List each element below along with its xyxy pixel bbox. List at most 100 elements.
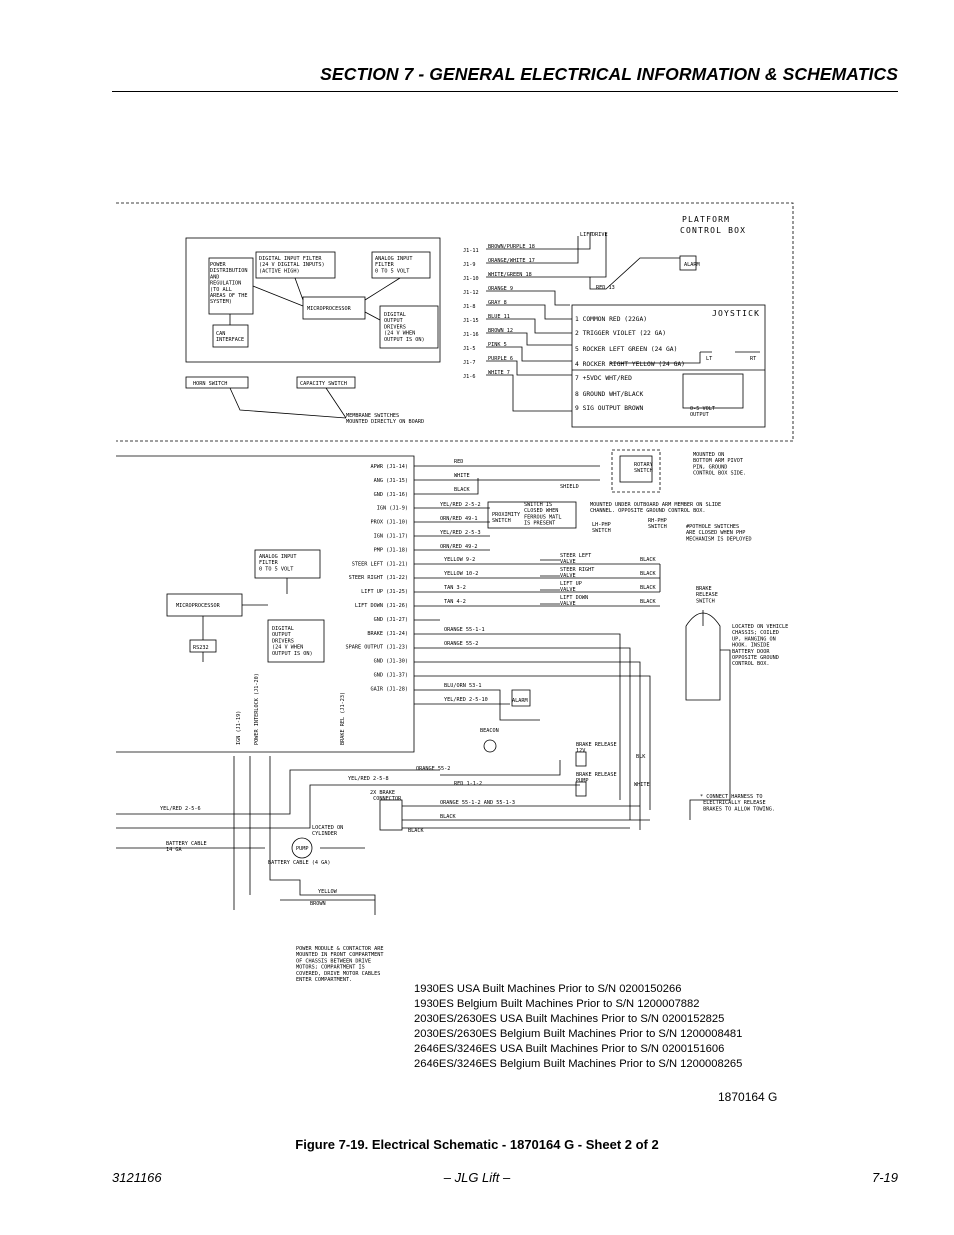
wire-white: WHITE	[454, 473, 470, 479]
ground-alarm	[511, 689, 531, 707]
gm-pin-label: PMP (J1-18)	[374, 547, 408, 553]
pin-label: J1-15	[463, 318, 479, 324]
footer-doc-number: 3121166	[112, 1170, 162, 1185]
figure-caption: Figure 7-19. Electrical Schematic - 1870…	[295, 1137, 659, 1152]
section-title: SECTION 7 - GENERAL ELECTRICAL INFORMATI…	[320, 64, 898, 84]
joystick-box	[571, 304, 766, 428]
prox-wire-label: ORN/RED 49-1	[440, 516, 477, 522]
gm-pin-label: APWR (J1-14)	[371, 464, 408, 470]
wire-orange-55-2-b: ORANGE 55-2	[416, 766, 450, 772]
pin-label: J1-8	[463, 304, 476, 310]
gm-rs232: RS232	[193, 645, 209, 651]
gm-pin-label: GND (J1-30)	[374, 659, 408, 665]
pin-label: J1-16	[463, 332, 479, 338]
ground-alarm-label: ALARM	[512, 698, 528, 704]
gm-vertical-label: IGN (J1-19)	[236, 711, 242, 745]
gm-pin-label: GND (J1-27)	[374, 617, 408, 623]
wire-label: PURPLE 6	[488, 356, 513, 362]
pin-label: J1-6	[463, 374, 476, 380]
gm-pin-label: BRAKE (J1-24)	[367, 631, 408, 637]
applicability-line: 2646ES/3246ES Belgium Built Machines Pri…	[414, 1058, 743, 1070]
wire-red: RED	[454, 459, 463, 465]
lift-label: LIFT	[580, 232, 593, 238]
horn-switch-label: HORN SWITCH	[193, 381, 227, 387]
joystick-row: 2 TRIGGER VIOLET (22 GA)	[575, 330, 666, 337]
wire-white-lower: WHITE	[634, 782, 650, 788]
wire-black: BLACK	[454, 487, 470, 493]
platform-enclosure	[116, 202, 794, 442]
platform-box-title-line1: PLATFORM	[682, 215, 730, 224]
pin-label: J1-10	[463, 276, 479, 282]
connect-note: * CONNECT HARNESS TO ELECTRICALLY RELEAS…	[700, 794, 775, 812]
wire-black-lower-2: BLACK	[408, 828, 424, 834]
wire-label: GRAY 8	[488, 300, 507, 306]
wire-label: ORANGE/WHITE 17	[488, 258, 535, 264]
brake-release-12v	[575, 751, 587, 767]
applicability-line: 2030ES/2630ES USA Built Machines Prior t…	[414, 1013, 725, 1025]
gm-pin-label: STEER RIGHT (J1-22)	[349, 575, 408, 581]
wire-label: WHITE/GREEN 18	[488, 272, 532, 278]
drawing-number: 1870164 G	[718, 1090, 778, 1104]
joystick-row: 5 ROCKER LEFT GREEN (24 GA)	[575, 346, 677, 353]
ground-digital-drivers-block	[267, 619, 325, 663]
wire-shield: SHIELD	[560, 484, 579, 490]
wire-yel-red-2-5-6: YEL/RED 2-5-6	[160, 806, 201, 812]
wire-yel-red-2-5-10: YEL/RED 2-5-10	[444, 697, 488, 703]
brake-connector	[379, 799, 403, 831]
valve-wire-label: YELLOW 9-2	[444, 557, 475, 563]
gm-pin-label: GND (J1-16)	[374, 492, 408, 498]
prox-wire-label: YEL/RED 2-5-2	[440, 502, 481, 508]
valve-black-label: BLACK	[640, 599, 656, 605]
joystick-lt: LT	[706, 356, 712, 362]
joystick-row: 9 SIG OUTPUT BROWN	[575, 405, 643, 412]
alarm-label: ALARM	[684, 262, 700, 268]
wire-label: ORANGE 9	[488, 286, 513, 292]
applicability-line: 2030ES/2630ES Belgium Built Machines Pri…	[414, 1028, 743, 1040]
horn-switch-block	[185, 376, 249, 389]
gm-pin-label: SPARE OUTPUT (J1-23)	[346, 645, 408, 651]
joystick-rows: 1 COMMON RED (22GA)2 TRIGGER VIOLET (22 …	[575, 316, 685, 412]
gm-pin-label: GND (J1-37)	[374, 673, 408, 679]
platform-pin-labels: J1-11J1-9J1-10J1-12J1-8J1-15J1-16J1-5J1-…	[463, 248, 479, 380]
wire-label: PINK 5	[488, 342, 507, 348]
brake-connector-label: 2X BRAKE CONNECTOR	[370, 790, 402, 802]
gm-microprocessor: MICROPROCESSOR	[176, 603, 221, 609]
applicability-line: 1930ES USA Built Machines Prior to S/N 0…	[414, 983, 682, 995]
prox-wire-label: ORN/RED 49-2	[440, 544, 477, 550]
gm-pin-label: LIFT DOWN (J1-26)	[355, 603, 408, 609]
drive-label: DRIVE	[592, 232, 608, 238]
brake-release-pump	[575, 781, 587, 797]
gm-pin-label: ANG (J1-15)	[374, 478, 408, 484]
beacon-label: BEACON	[480, 728, 499, 734]
valve-black-label: BLACK	[640, 557, 656, 563]
footer-center: – JLG Lift –	[443, 1170, 511, 1185]
wire-red-1-1-2: RED 1-1-2	[454, 781, 482, 787]
gm-pin-label: PROX (J1-10)	[371, 520, 408, 526]
applicability-line: 2646ES/3246ES USA Built Machines Prior t…	[414, 1043, 725, 1055]
pin-label: J1-7	[463, 360, 476, 366]
joystick-row: 8 GROUND WHT/BLACK	[575, 391, 643, 398]
pin-label: J1-11	[463, 248, 479, 254]
applicability-list: 1930ES USA Built Machines Prior to S/N 0…	[414, 982, 742, 1072]
digital-input-filter-block	[255, 251, 336, 279]
